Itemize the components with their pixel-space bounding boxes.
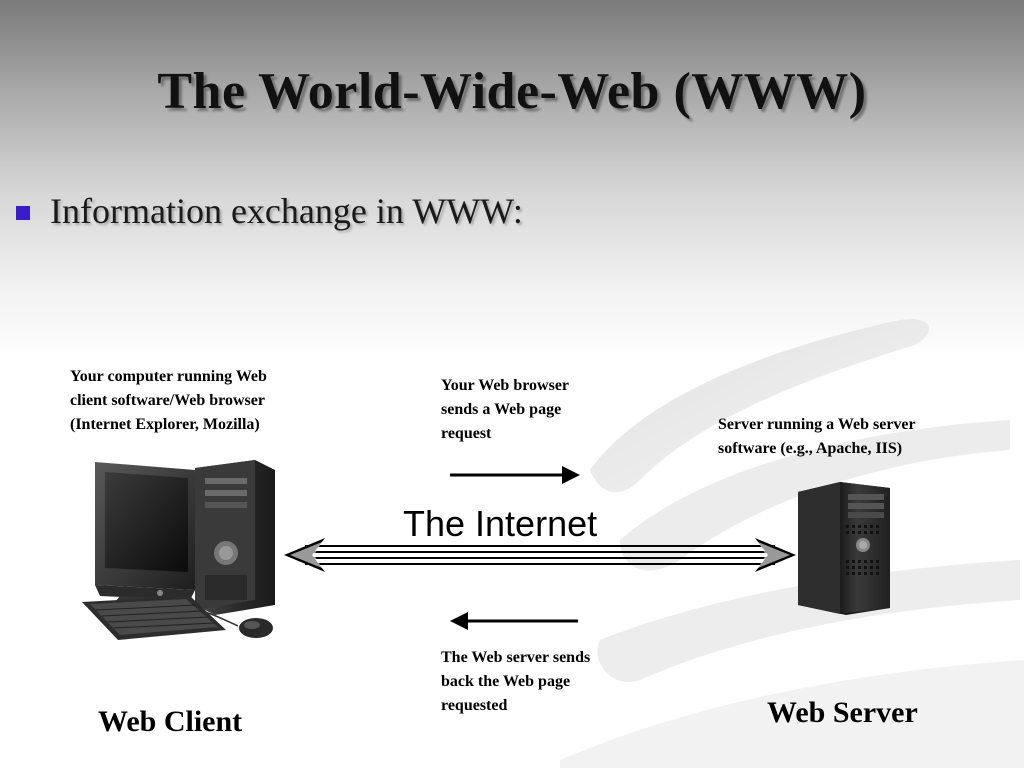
response-arrow-icon	[450, 612, 578, 630]
server-caption: Server running a Web server software (e.…	[718, 413, 916, 461]
server-caption-line: software (e.g., Apache, IIS)	[718, 440, 903, 457]
response-caption: The Web server sends back the Web page r…	[441, 646, 590, 718]
client-caption-line: client software/Web browser	[70, 392, 265, 409]
request-arrow-icon	[450, 466, 580, 484]
request-caption: Your Web browser sends a Web page reques…	[441, 374, 569, 446]
slide-title: The World-Wide-Web (WWW)	[157, 63, 867, 120]
client-caption-line: (Internet Explorer, Mozilla)	[70, 416, 260, 433]
internet-double-arrow-icon	[284, 538, 796, 572]
request-caption-line: sends a Web page	[441, 401, 562, 418]
client-caption-line: Your computer running Web	[70, 368, 267, 385]
request-caption-line: request	[441, 425, 492, 442]
internet-label: The Internet	[403, 503, 598, 544]
bullet-text: Information exchange in WWW:	[50, 191, 523, 231]
web-client-label: Web Client	[98, 705, 243, 738]
response-caption-line: back the Web page	[441, 673, 571, 690]
client-caption: Your computer running Web client softwar…	[70, 365, 267, 437]
server-caption-line: Server running a Web server	[718, 416, 916, 433]
response-caption-line: requested	[441, 697, 508, 714]
response-caption-line: The Web server sends	[441, 649, 591, 666]
request-caption-line: Your Web browser	[441, 377, 570, 394]
bullet-square-icon	[16, 206, 30, 220]
web-server-label: Web Server	[767, 696, 918, 729]
